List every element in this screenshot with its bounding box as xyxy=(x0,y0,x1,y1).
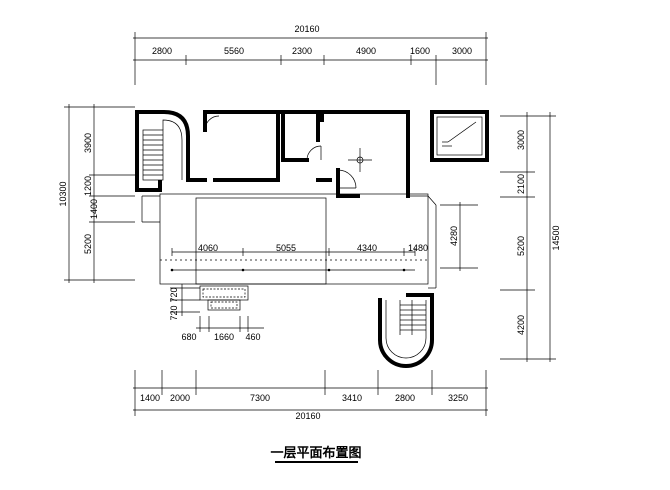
stair-small-square xyxy=(436,116,483,156)
left-dim-4: 5200 xyxy=(83,234,93,254)
right-inner-dim: 4280 xyxy=(449,226,459,246)
bottom-dim-1: 1400 xyxy=(140,393,160,403)
interior-dim-2: 5055 xyxy=(276,243,296,253)
drawing-title: 一层平面布置图 xyxy=(270,445,361,460)
right-dim-4: 4200 xyxy=(516,315,526,335)
bottom-dim-3: 7300 xyxy=(250,393,270,403)
interior-dim-4: 1480 xyxy=(408,243,428,253)
left-dim-1: 3900 xyxy=(83,133,93,153)
top-dim-6: 3000 xyxy=(452,46,472,56)
right-overall-dim: 14500 xyxy=(551,225,561,250)
left-dim-3: 1400 xyxy=(89,199,99,219)
bottom-dimension-chain: 1400 2000 7300 3410 2800 3250 20160 xyxy=(133,370,488,421)
interior-dim-3: 4340 xyxy=(357,243,377,253)
right-dim-1: 3000 xyxy=(516,130,526,150)
top-dim-4: 4900 xyxy=(356,46,376,56)
drawing-title-group: 一层平面布置图 xyxy=(270,445,362,463)
left-dimension-chain: 10300 3900 1200 1400 5200 xyxy=(58,104,135,283)
entrance-steps: 720 720 680 1660 460 xyxy=(169,284,264,342)
small-horizontal-dim-1: 680 xyxy=(181,332,196,342)
top-dim-2: 5560 xyxy=(224,46,244,56)
lower-block: 4060 5055 4340 1480 xyxy=(141,193,437,289)
interior-dim-1: 4060 xyxy=(198,243,218,253)
bottom-dim-2: 2000 xyxy=(170,393,190,403)
walls xyxy=(135,110,489,198)
top-dim-5: 1600 xyxy=(410,46,430,56)
bottom-dim-5: 2800 xyxy=(395,393,415,403)
left-dim-2: 1200 xyxy=(83,176,93,196)
stair-top-left xyxy=(142,119,183,181)
right-dim-3: 5200 xyxy=(516,236,526,256)
small-vertical-dim-1: 720 xyxy=(169,287,179,302)
stair-bottom-right xyxy=(378,293,434,368)
bottom-dim-4: 3410 xyxy=(342,393,362,403)
top-dim-3: 2300 xyxy=(292,46,312,56)
ceiling-light-symbol xyxy=(348,148,372,172)
right-dim-2: 2100 xyxy=(516,174,526,194)
bottom-overall-dim: 20160 xyxy=(295,411,320,421)
door-swings xyxy=(204,115,357,189)
small-horizontal-dim-2: 1660 xyxy=(214,332,234,342)
top-overall-dim: 20160 xyxy=(294,24,319,34)
bottom-dim-6: 3250 xyxy=(448,393,468,403)
top-dimension-chain: 20160 2800 5560 2300 4900 1600 3000 xyxy=(133,24,488,85)
left-overall-dim: 10300 xyxy=(58,181,68,206)
small-vertical-dim-2: 720 xyxy=(169,305,179,320)
small-horizontal-dim-3: 460 xyxy=(245,332,260,342)
top-dim-1: 2800 xyxy=(152,46,172,56)
right-dimension-chain: 3000 2100 5200 4200 14500 4280 xyxy=(440,112,561,362)
